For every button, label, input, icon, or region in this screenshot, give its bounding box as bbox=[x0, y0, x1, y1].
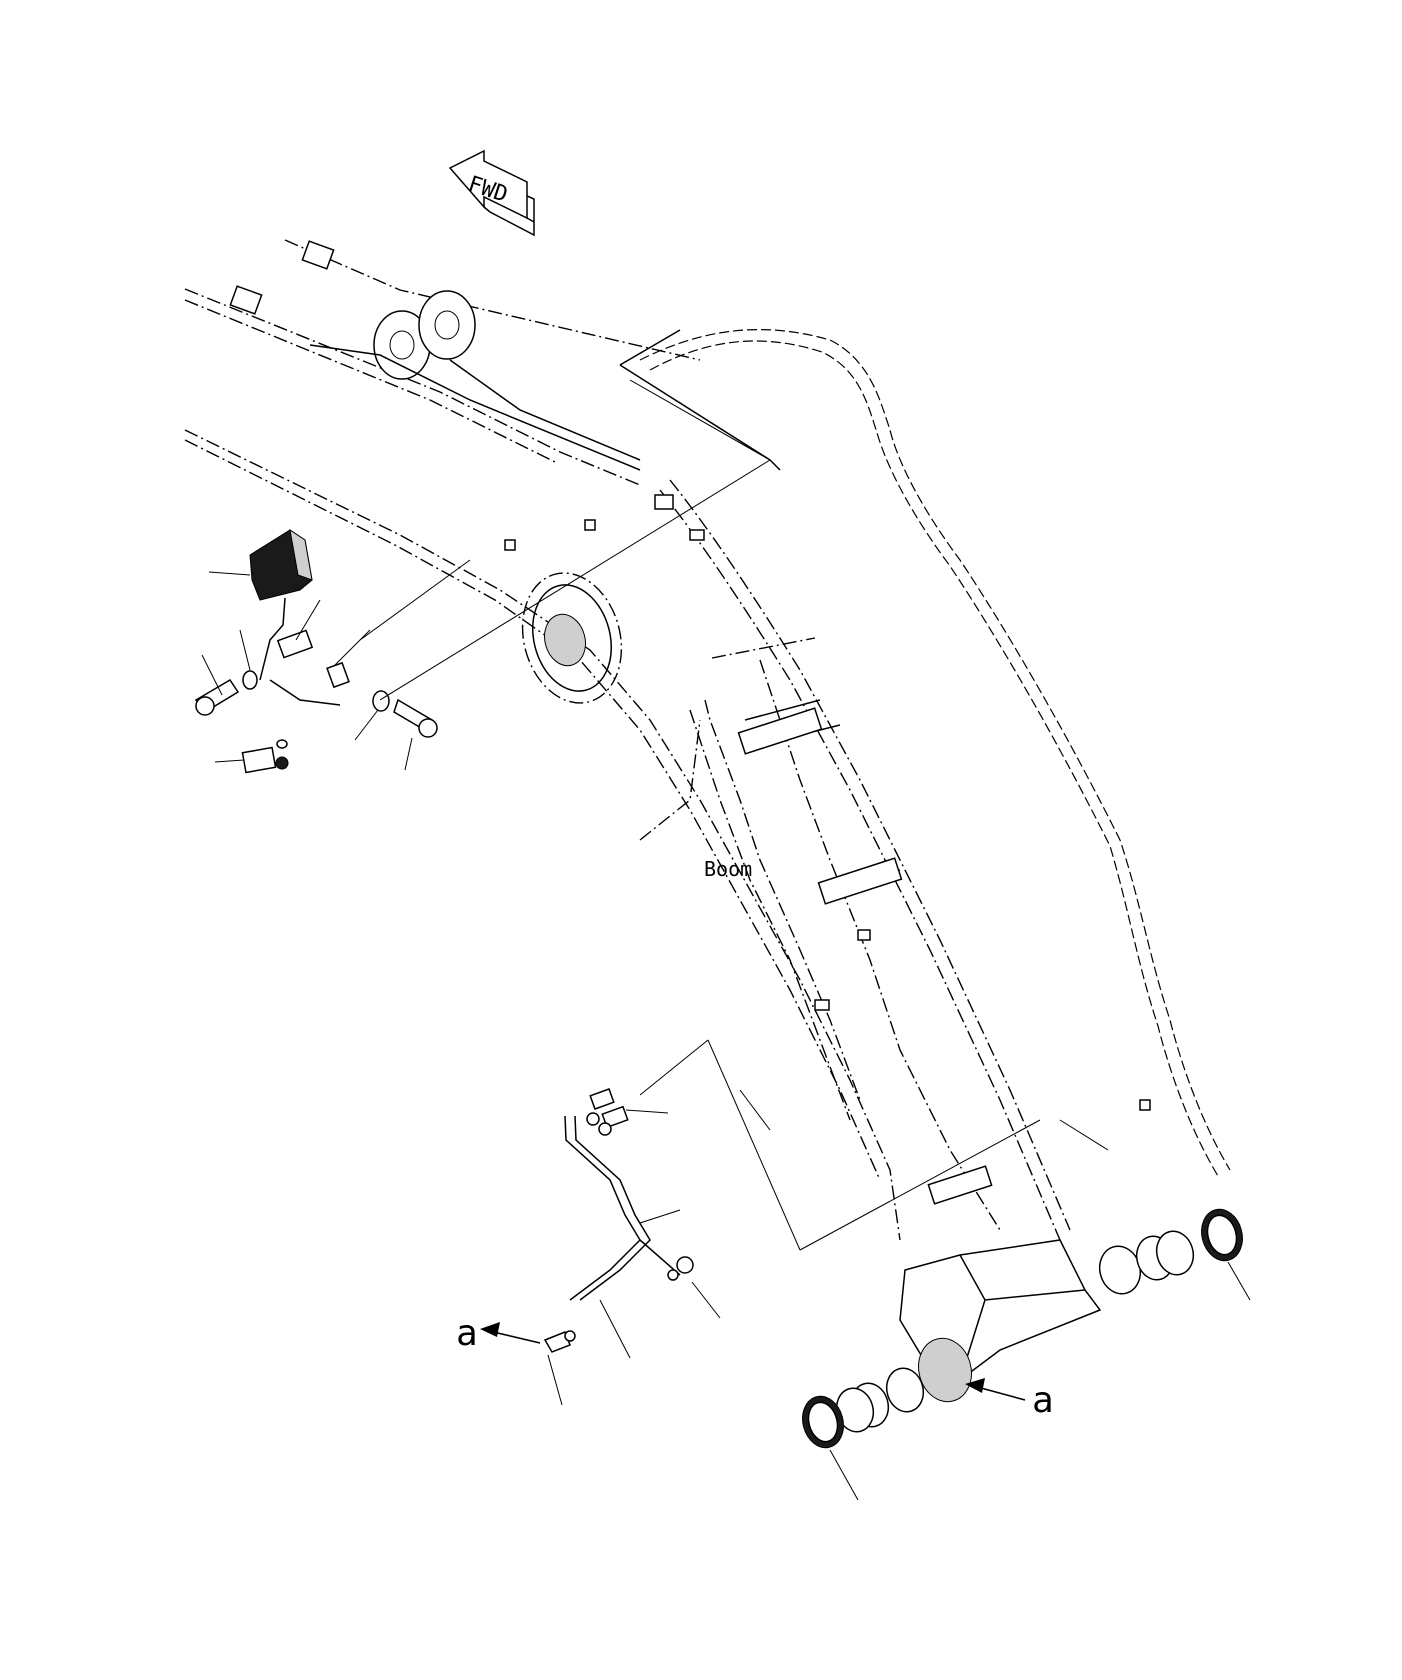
detail-frame-lines bbox=[359, 379, 1041, 1251]
ref-a-right-label: a bbox=[1032, 1380, 1054, 1421]
boom-tip bbox=[802, 1208, 1251, 1501]
ref-a-left-label: a bbox=[456, 1313, 478, 1354]
boom-label: Boom bbox=[704, 857, 752, 881]
harness-leader-lines bbox=[547, 1109, 1109, 1406]
boom-cylinder-boss bbox=[521, 572, 623, 704]
fwd-arrow: FWD bbox=[448, 149, 535, 237]
reference-a-left: a bbox=[456, 1313, 541, 1354]
boom-foot-bosses bbox=[229, 240, 641, 471]
reference-a-right: a bbox=[965, 1378, 1054, 1421]
lamp-leader-lines bbox=[201, 571, 413, 771]
wire-harness bbox=[543, 1088, 694, 1353]
boom-foot-outline bbox=[184, 239, 1231, 1241]
boom-brackets bbox=[504, 494, 1151, 1205]
work-lamp bbox=[194, 528, 438, 774]
boom-body-outline bbox=[619, 329, 1001, 1231]
